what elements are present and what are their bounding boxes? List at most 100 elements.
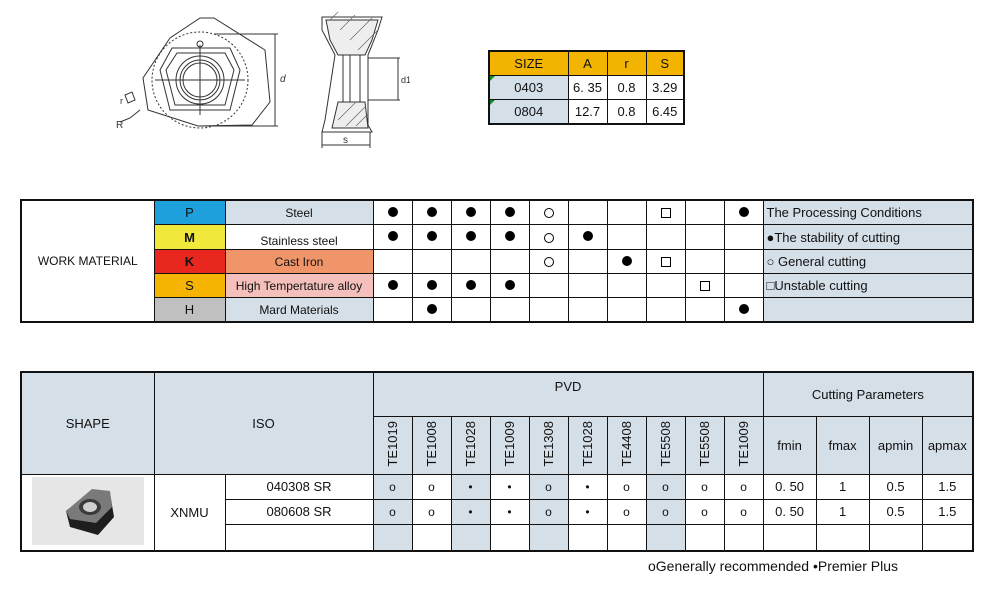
iso-header: ISO: [153, 371, 374, 475]
condition-cell: [489, 297, 530, 323]
condition-cell: [489, 199, 530, 225]
param-value-apmin: 0.5: [868, 498, 923, 526]
material-name: Steel: [224, 199, 374, 225]
material-name: High Tempertature alloy: [224, 273, 374, 298]
A-cell: 6. 35: [567, 75, 608, 100]
condition-cell: [645, 224, 686, 250]
shape-header: SHAPE: [20, 371, 155, 475]
stable-cutting-dot-icon: [621, 255, 632, 266]
stable-cutting-dot-icon: [426, 303, 437, 314]
condition-cell: [723, 199, 764, 225]
material-code: M: [153, 224, 226, 250]
grade-label: TE1308: [541, 420, 556, 467]
grade-cell-empty: [489, 524, 530, 551]
generally-recommended-mark: o: [372, 498, 413, 526]
dim-R-label: R: [116, 120, 123, 131]
stable-cutting-dot-icon: [582, 231, 593, 241]
generally-recommended-mark: o: [411, 498, 452, 526]
S-cell: 3.29: [645, 75, 685, 100]
grade-cell-empty: [723, 524, 764, 551]
condition-cell: [411, 273, 452, 298]
grade-cell-empty: [372, 524, 413, 551]
condition-cell: [372, 273, 413, 298]
grade-header: TE1019: [372, 415, 413, 475]
param-value-apmax: 1.5: [921, 498, 974, 526]
material-code: H: [153, 297, 226, 323]
condition-cell: [567, 249, 608, 274]
material-code: K: [153, 249, 226, 274]
condition-cell: [450, 224, 491, 250]
grade-label: TE1028: [580, 420, 595, 467]
condition-cell: [489, 224, 530, 250]
size-cell: 0403: [488, 75, 569, 100]
general-cutting-circle-icon: [543, 232, 554, 243]
generally-recommended-mark: o: [372, 473, 413, 500]
r-cell: 0.8: [606, 99, 647, 125]
grade-label: TE1019: [385, 420, 400, 467]
size-cell: 0804: [488, 99, 569, 125]
param-value-fmin: 0. 50: [762, 473, 817, 500]
generally-recommended-mark: o: [684, 498, 725, 526]
stable-cutting-dot-icon: [465, 279, 476, 290]
stable-cutting-dot-icon: [465, 231, 476, 241]
grade-cell-empty: [450, 524, 491, 551]
material-name: Mard Materials: [224, 297, 374, 323]
generally-recommended-mark: o: [528, 473, 569, 500]
condition-cell: [411, 224, 452, 250]
insert-row: [21, 524, 974, 551]
generally-recommended-mark: o: [606, 473, 647, 500]
premier-plus-mark: •: [567, 498, 608, 526]
condition-cell: [567, 224, 608, 250]
grade-label: TE1009: [502, 420, 517, 467]
processing-condition-legend: [762, 297, 974, 323]
grade-header: TE5508: [645, 415, 686, 475]
work-material-label: WORK MATERIAL: [20, 199, 155, 323]
stable-cutting-dot-icon: [504, 206, 515, 217]
grade-cell-empty: [645, 524, 686, 551]
insert-product-image: [31, 476, 144, 545]
grade-header: TE1028: [567, 415, 608, 475]
unstable-cutting-square-icon: [660, 208, 671, 218]
grade-header: TE1028: [450, 415, 491, 475]
cutting-parameters-header: Cutting Parameters: [762, 371, 974, 417]
grade-label: TE4408: [619, 420, 634, 467]
general-cutting-circle-icon: [543, 257, 554, 267]
premier-plus-mark: •: [450, 473, 491, 500]
iso-family: XNMU: [153, 473, 226, 551]
generally-recommended-mark: o: [411, 473, 452, 500]
condition-cell: [450, 297, 491, 323]
condition-cell: [528, 249, 569, 274]
stable-cutting-dot-icon: [738, 303, 749, 314]
param-value-fmax: 1: [815, 498, 870, 526]
stable-cutting-dot-icon: [504, 279, 515, 290]
condition-cell: [528, 224, 569, 250]
condition-cell: [606, 249, 647, 274]
stable-cutting-dot-icon: [738, 206, 749, 217]
dim-d1-label: d1: [401, 75, 410, 85]
grade-cell-empty: [411, 524, 452, 551]
param-cell-empty: [815, 524, 870, 551]
premier-plus-mark: •: [567, 473, 608, 500]
stable-cutting-dot-icon: [426, 279, 437, 290]
grade-label: TE1008: [424, 420, 439, 467]
generally-recommended-mark: o: [723, 498, 764, 526]
condition-cell: [723, 224, 764, 250]
iso-code: 080608 SR: [224, 498, 374, 526]
condition-cell: [684, 273, 725, 298]
condition-cell: [450, 199, 491, 225]
grade-header: TE5508: [684, 415, 725, 475]
dim-s-label: s: [343, 135, 348, 146]
grade-cell-empty: [567, 524, 608, 551]
shape-image-cell: [20, 473, 155, 551]
param-header-apmin: apmin: [868, 415, 923, 475]
material-name: Cast Iron: [224, 249, 374, 274]
param-header-fmax: fmax: [815, 415, 870, 475]
legend-footer: oGenerally recommended •Premier Plus: [648, 558, 899, 574]
grade-cell-empty: [684, 524, 725, 551]
param-cell-empty: [921, 524, 974, 551]
condition-cell: [606, 297, 647, 323]
